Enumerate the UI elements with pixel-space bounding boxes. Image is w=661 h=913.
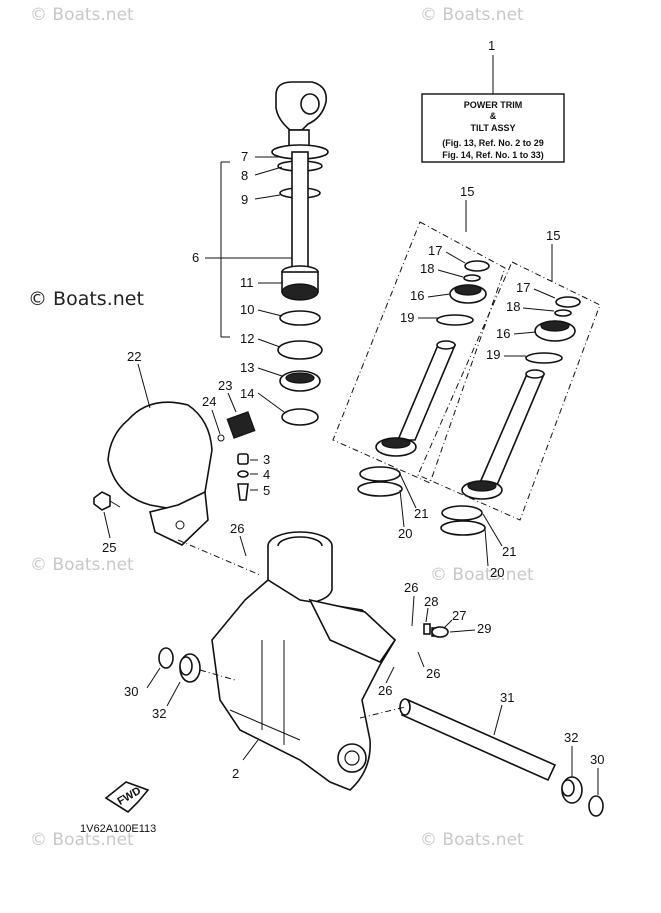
callout-4: 4 [263, 467, 270, 482]
filter-element [226, 411, 256, 439]
tilt-cylinder-rod [271, 81, 329, 426]
trim-cylinder-right [417, 261, 601, 521]
callout-26-upper: 26 [230, 521, 244, 536]
callout-18-left: 18 [420, 261, 434, 276]
callout-5: 5 [263, 483, 270, 498]
watermark-mid-left: © Boats.net [30, 555, 134, 575]
seal-rings-left [357, 466, 403, 497]
callout-13: 13 [240, 360, 254, 375]
callout-20-right: 20 [490, 565, 504, 580]
callout-20-left: 20 [398, 526, 412, 541]
right-bushing-and-clip [561, 776, 604, 817]
info-box-line4: (Fig. 13, Ref. No. 2 to 29 [442, 138, 544, 148]
small-pins [423, 623, 449, 638]
callout-26-right-top: 26 [404, 580, 418, 595]
callout-25: 25 [102, 540, 116, 555]
callout-26-right: 26 [426, 666, 440, 681]
callout-19-left: 19 [400, 310, 414, 325]
callout-2: 2 [232, 766, 239, 781]
callout-30-right: 30 [590, 752, 604, 767]
callout-29: 29 [477, 621, 491, 636]
diagram-code: 1V62A100E113 [80, 823, 156, 835]
watermark-mid-right: © Boats.net [430, 565, 534, 585]
callout-15-left: 15 [460, 184, 474, 199]
watermark-large: © Boats.net [28, 288, 144, 310]
callout-21-left: 21 [414, 506, 428, 521]
callout-16-left: 16 [410, 288, 424, 303]
bolt [93, 491, 121, 511]
callout-8: 8 [241, 168, 248, 183]
callout-19-right: 19 [486, 347, 500, 362]
callout-1: 1 [488, 38, 495, 53]
main-housing [211, 531, 397, 791]
callout-15-right: 15 [546, 228, 560, 243]
info-box-line5: Fig. 14, Ref. No. 1 to 33) [442, 150, 544, 160]
callout-10: 10 [240, 302, 254, 317]
seal-rings-right [440, 505, 486, 536]
left-bushing-and-clip [158, 647, 236, 683]
callout-7: 7 [241, 149, 248, 164]
callout-3: 3 [263, 452, 270, 467]
callout-6: 6 [192, 250, 199, 265]
callout-27: 27 [452, 608, 466, 623]
callout-18-right: 18 [506, 299, 520, 314]
callout-24: 24 [202, 394, 216, 409]
assembly-info-box: 1 POWER TRIM & TILT ASSY (Fig. 13, Ref. … [421, 38, 565, 163]
callout-9: 9 [241, 192, 248, 207]
callout-32-left: 32 [152, 706, 166, 721]
watermark-bottom-left: © Boats.net [30, 830, 134, 850]
callout-26-bottom: 26 [378, 683, 392, 698]
info-box-line1: POWER TRIM [464, 100, 523, 110]
watermark-top-right: © Boats.net [420, 5, 524, 25]
info-box-line3: TILT ASSY [471, 123, 516, 133]
info-box-line2: & [490, 111, 497, 121]
callout-30-left: 30 [124, 684, 138, 699]
callout-17-right: 17 [516, 280, 530, 295]
callout-bracket-7-12 [205, 156, 292, 413]
watermark-top-left: © Boats.net [30, 5, 134, 25]
callout-11: 11 [240, 275, 254, 290]
callout-16-right: 16 [496, 326, 510, 341]
motor-reservoir [107, 401, 213, 546]
callout-22: 22 [127, 349, 141, 364]
callout-28: 28 [424, 594, 438, 609]
callout-12: 12 [240, 331, 254, 346]
callout-32-right: 32 [564, 730, 578, 745]
callout-31: 31 [500, 690, 514, 705]
trim-cylinder-left [332, 221, 506, 484]
valve-parts [237, 453, 249, 501]
callout-14: 14 [240, 386, 254, 401]
watermark-bottom-right: © Boats.net [420, 830, 524, 850]
callout-23: 23 [218, 378, 232, 393]
callout-21-right: 21 [502, 544, 516, 559]
callout-17-left: 17 [428, 243, 442, 258]
fwd-arrow: FWD [104, 781, 150, 814]
tilt-shaft [359, 698, 557, 782]
